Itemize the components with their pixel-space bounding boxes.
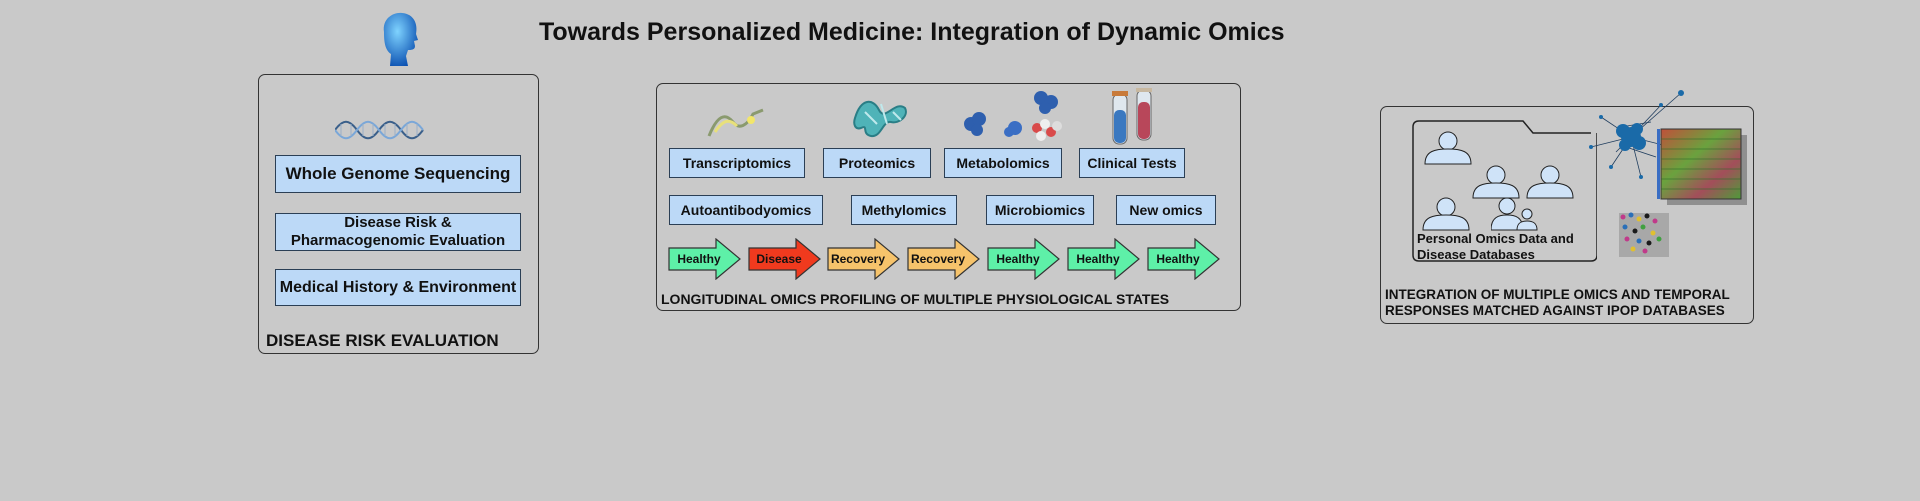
person-icon [1523, 165, 1577, 204]
head-icon [372, 10, 422, 66]
microbiomics-box: Microbiomics [986, 195, 1094, 225]
transcriptomics-box: Transcriptomics [669, 148, 805, 178]
metabolomics-box: Metabolomics [944, 148, 1062, 178]
whole-genome-sequencing-box: Whole Genome Sequencing [275, 155, 521, 193]
metabolite-icon [957, 88, 1069, 149]
state-arrow-disease: Disease [748, 238, 822, 280]
network-icon [1581, 87, 1691, 202]
database-folder-icon [1411, 119, 1598, 268]
protein-icon [851, 94, 911, 147]
state-arrow-label: Healthy [677, 252, 721, 266]
state-arrow-healthy: Healthy [987, 238, 1061, 280]
state-arrow-recovery: Recovery [907, 238, 981, 280]
parent-child-icon [1490, 197, 1541, 236]
state-arrow-label: Healthy [1076, 252, 1120, 266]
state-arrow-label: Healthy [1156, 252, 1200, 266]
integration-label: INTEGRATION OF MULTIPLE OMICS AND TEMPOR… [1385, 287, 1730, 319]
omics-profiling-label: LONGITUDINAL OMICS PROFILING OF MULTIPLE… [661, 291, 1170, 307]
state-arrow-label: Disease [756, 252, 802, 266]
person-icon [1419, 197, 1473, 236]
person-icon [1469, 165, 1523, 204]
disease-risk-label: DISEASE RISK EVALUATION [266, 331, 499, 350]
dna-icon [334, 119, 429, 146]
disease-risk-box: Disease Risk & Pharmacogenomic Evaluatio… [275, 213, 521, 251]
person-icon [1421, 131, 1475, 170]
state-arrow-healthy: Healthy [668, 238, 742, 280]
state-arrow-healthy: Healthy [1067, 238, 1141, 280]
state-arrow-label: Recovery [910, 252, 966, 266]
personal-omics-db-label: Personal Omics Data and Disease Database… [1417, 231, 1574, 263]
cluster-icon [1613, 207, 1671, 264]
omics-profiling-panel: Transcriptomics Proteomics Metabolomics … [656, 83, 1241, 311]
test-tube-icon [1111, 88, 1155, 153]
new-omics-box: New omics [1116, 195, 1216, 225]
methylomics-box: Methylomics [851, 195, 957, 225]
state-arrow-recovery: Recovery [827, 238, 901, 280]
clinical-tests-box: Clinical Tests [1079, 148, 1185, 178]
page-title: Towards Personalized Medicine: Integrati… [539, 18, 1285, 46]
rna-icon [707, 106, 765, 145]
proteomics-box: Proteomics [823, 148, 931, 178]
disease-risk-panel: Whole Genome Sequencing Disease Risk & P… [258, 74, 539, 354]
state-arrow-label: Healthy [996, 252, 1040, 266]
autoantibodyomics-box: Autoantibodyomics [669, 195, 823, 225]
medical-history-box: Medical History & Environment [275, 269, 521, 306]
heatmap-icon [1657, 125, 1749, 212]
integration-panel: Personal Omics Data and Disease Database… [1380, 90, 1754, 324]
state-arrow-label: Recovery [830, 252, 886, 266]
state-arrow-healthy: Healthy [1147, 238, 1221, 280]
